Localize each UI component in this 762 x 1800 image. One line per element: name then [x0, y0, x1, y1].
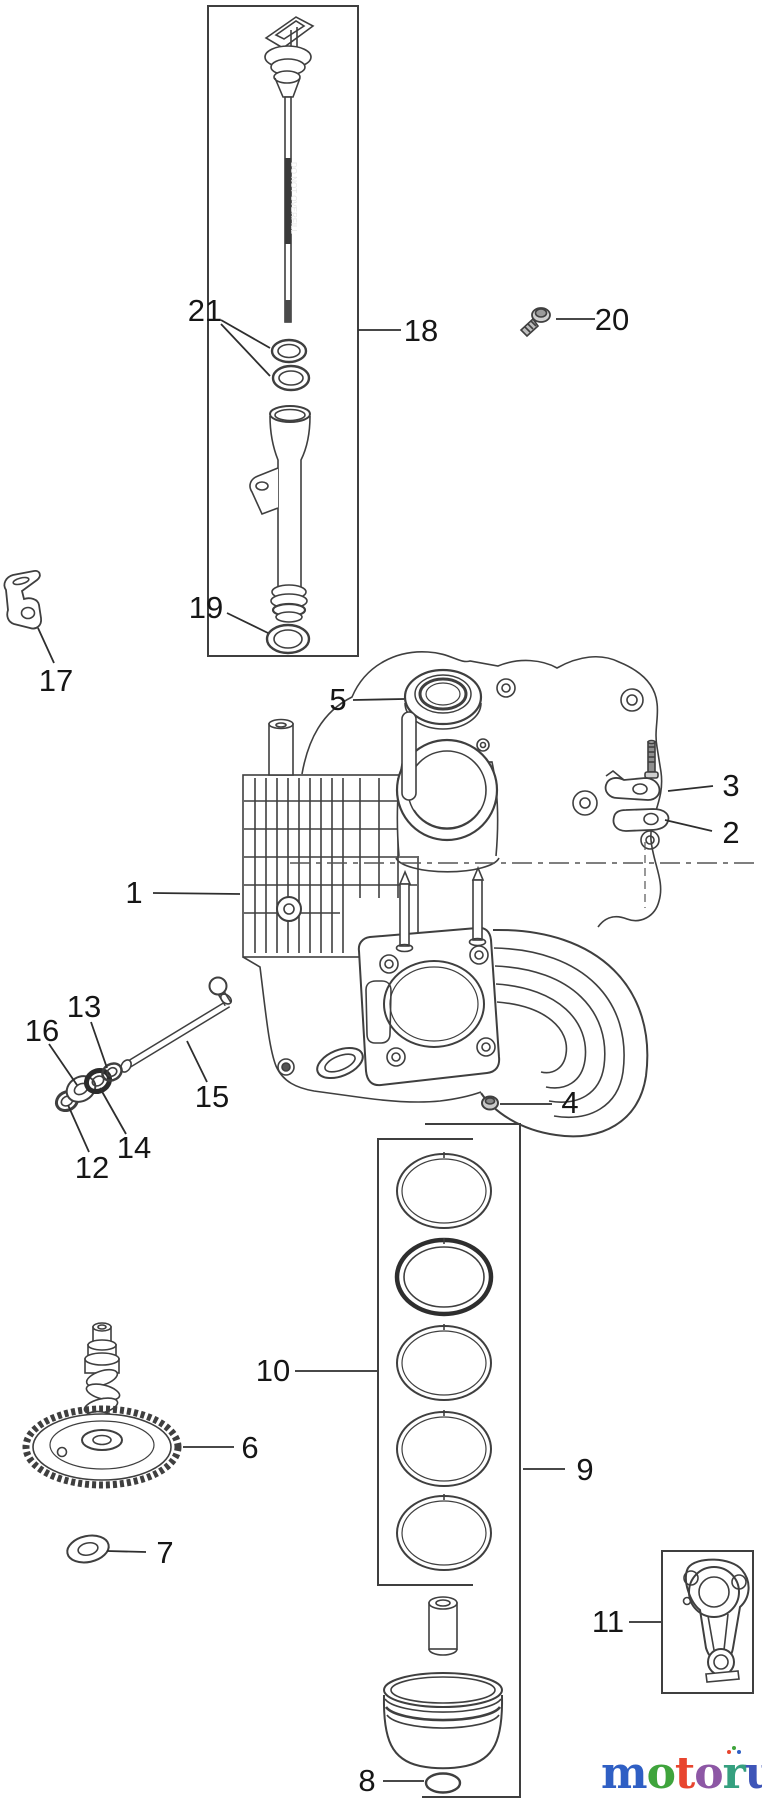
- part-label-12: 12: [74, 1150, 110, 1185]
- piston-rings-box-10: [377, 1138, 473, 1586]
- part-label-2: 2: [722, 815, 740, 850]
- retaining-ring: [424, 1772, 462, 1794]
- oring-pair-21: [270, 338, 311, 392]
- brand-letter: u: [744, 1748, 762, 1799]
- part-label-4: 4: [561, 1085, 579, 1120]
- flange-screw-20: [519, 307, 551, 338]
- brand-letter: m: [601, 1748, 648, 1799]
- part-label-11: 11: [591, 1604, 625, 1639]
- part-label-9: 9: [576, 1452, 594, 1487]
- connecting-rod-11: [682, 1558, 750, 1683]
- engine-crankcase-1: [242, 651, 663, 1138]
- oring-13: [101, 1062, 123, 1082]
- part-label-21: 21: [187, 293, 223, 328]
- part-label-8: 8: [358, 1763, 376, 1798]
- camshaft-gear-6: [22, 1322, 182, 1489]
- brand-letter: o: [646, 1748, 676, 1799]
- part-label-16: 16: [24, 1013, 60, 1048]
- part-label-5: 5: [329, 682, 347, 717]
- part-label-17: 17: [38, 663, 74, 698]
- piston-8: [382, 1672, 504, 1770]
- dipstick: DO NOT OVERFILL: [264, 16, 315, 323]
- part-label-14: 14: [116, 1130, 152, 1165]
- dipstick-kit-box: [207, 5, 359, 657]
- part-label-6: 6: [241, 1430, 259, 1465]
- piston-rings: [394, 1152, 494, 1571]
- part-label-20: 20: [594, 302, 630, 337]
- breather-tube-15: [120, 976, 233, 1073]
- brand-letter: r: [722, 1748, 746, 1799]
- part-label-13: 13: [66, 989, 102, 1024]
- rings-box-9: [422, 1123, 521, 1798]
- plug-4: [481, 1095, 499, 1111]
- brand-letter: t: [674, 1748, 695, 1799]
- clamp-3: [604, 769, 661, 801]
- connecting-rod-box-11: [661, 1550, 754, 1694]
- part-label-15: 15: [194, 1079, 230, 1114]
- motoruf-watermark-link[interactable]: motoruf.de: [601, 1752, 762, 1796]
- part-label-10: 10: [255, 1353, 291, 1388]
- oring-19: [265, 623, 311, 655]
- wrist-pin: [428, 1596, 458, 1656]
- part-label-18: 18: [403, 313, 439, 348]
- brand-sparkle-icon: [727, 1746, 741, 1756]
- leader-lines: [37, 318, 714, 1782]
- part-label-7: 7: [156, 1535, 174, 1570]
- link-2: [612, 808, 670, 832]
- centerline: [290, 842, 760, 908]
- part-label-19: 19: [188, 590, 224, 625]
- thrust-washer-7: [66, 1534, 110, 1564]
- brand-letter: o: [694, 1748, 723, 1799]
- dipstick-tube: [249, 405, 311, 623]
- mounting-bracket-17: [3, 570, 42, 630]
- stud-bolt: [644, 739, 659, 779]
- part-label-3: 3: [722, 768, 740, 803]
- part-label-1: 1: [125, 875, 143, 910]
- oil-seal-5: [403, 668, 483, 730]
- dipstick-marking-text: DO NOT OVERFILL: [289, 162, 298, 234]
